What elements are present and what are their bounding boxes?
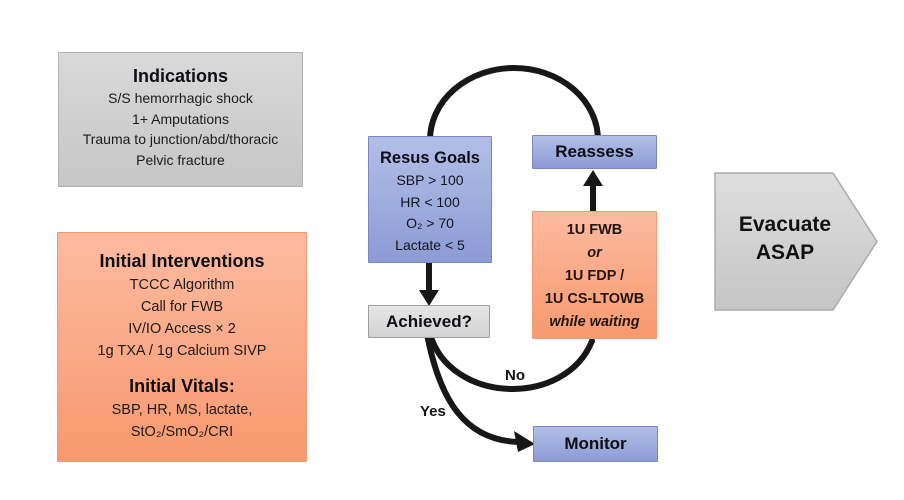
vitals-item: StO₂/SmO₂/CRI <box>130 424 234 440</box>
monitor-label: Monitor <box>564 434 627 453</box>
indications-title: Indications <box>132 66 228 86</box>
intervention-item: TCCC Algorithm <box>129 277 235 293</box>
transfusion-to-reassess-arrowhead <box>583 170 603 186</box>
yes-edge-label: Yes <box>420 403 446 420</box>
transfusion-line: 1U CS-LTOWB <box>544 291 645 307</box>
reassess-label: Reassess <box>555 142 634 161</box>
yes-curve <box>424 331 521 445</box>
resus-goals-title: Resus Goals <box>380 149 480 167</box>
monitor-box: Monitor <box>533 426 658 462</box>
resus-goal-item: Lactate < 5 <box>395 236 465 253</box>
yes-arrowhead <box>514 431 535 452</box>
transfusion-or: or <box>587 245 602 261</box>
evacuate-line2: ASAP <box>755 241 815 264</box>
resus-goal-item: SBP > 100 <box>396 172 464 188</box>
resus-to-achieved-arrowhead <box>419 290 439 306</box>
achieved-label: Achieved? <box>386 311 472 331</box>
transfusion-line: 1U FWB <box>566 222 623 238</box>
transfusion-line: 1U FDP / <box>564 268 625 284</box>
intervention-item: 1g TXA / 1g Calcium SIVP <box>97 343 267 359</box>
indications-box: Indications S/S hemorrhagic shock 1+ Amp… <box>58 52 303 187</box>
indication-item: Trauma to junction/abd/thoracic <box>82 131 279 147</box>
interventions-title: Initial Interventions <box>99 251 265 271</box>
transfusion-box: 1U FWB or 1U FDP / 1U CS-LTOWB while wai… <box>532 211 657 339</box>
intervention-item: IV/IO Access × 2 <box>128 321 236 337</box>
evacuate-asap-label: Evacuate ASAP <box>712 211 858 267</box>
no-edge-label: No <box>505 367 525 384</box>
reassess-to-resus-arc <box>427 65 601 143</box>
achieved-box: Achieved? <box>368 305 490 338</box>
intervention-item: Call for FWB <box>140 299 224 315</box>
evacuate-line1: Evacuate <box>738 213 832 236</box>
vitals-item: SBP, HR, MS, lactate, <box>111 402 253 418</box>
evacuate-pentagon <box>714 172 878 311</box>
indication-item: Pelvic fracture <box>136 151 225 168</box>
initial-interventions-box: Initial Interventions TCCC Algorithm Cal… <box>57 232 307 462</box>
no-curve <box>427 331 595 392</box>
indication-item: S/S hemorrhagic shock <box>108 90 253 106</box>
resus-goal-item: O₂ > 70 <box>406 215 454 231</box>
resus-goals-box: Resus Goals SBP > 100 HR < 100 O₂ > 70 L… <box>368 136 492 263</box>
indication-item: 1+ Amputations <box>132 110 229 127</box>
initial-vitals-title: Initial Vitals: <box>129 376 235 396</box>
reassess-box: Reassess <box>532 135 657 169</box>
resus-goal-item: HR < 100 <box>400 193 460 210</box>
transfusion-while-waiting: while waiting <box>549 314 640 330</box>
